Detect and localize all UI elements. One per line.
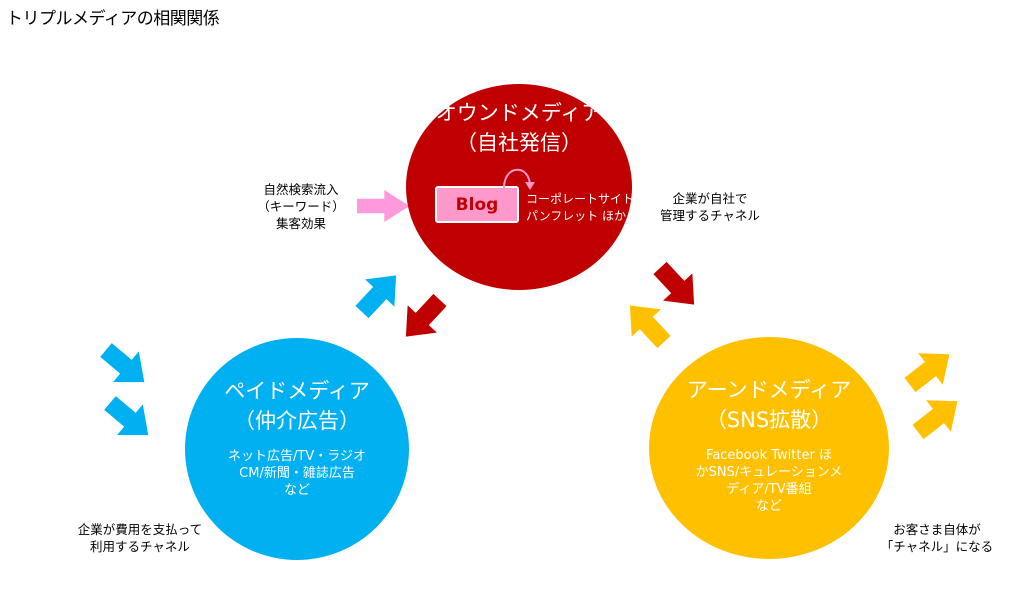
blog-box: Blog <box>435 186 519 223</box>
owned-note-line1: 企業が自社で <box>672 191 748 206</box>
earned-desc-line1: Facebook Twitter ほ <box>706 448 832 463</box>
earned-title-line2: （SNS拡散） <box>705 408 833 432</box>
earned-media-title: アーンドメディア （SNS拡散） <box>649 375 889 435</box>
owned-media-title: オウンドメディア （自社発信） <box>406 98 632 158</box>
paid-media-circle: ペイドメディア （仲介広告） ネット広告/TV・ラジオ CM/新聞・雑誌広告 な… <box>185 338 409 560</box>
owned-detail-line2: パンフレット ほか <box>526 209 627 223</box>
earned-media-desc: Facebook Twitter ほ かSNS/キュレーションメ ディア/TV番… <box>677 447 861 515</box>
paid-channel-note: 企業が費用を支払って 利用するチャネル <box>60 521 220 555</box>
owned-title-line2: （自社発信） <box>456 131 582 155</box>
earned-desc-line3: ディア/TV番組 <box>726 482 812 497</box>
paid-title-line2: （仲介広告） <box>234 409 360 433</box>
earned-media-circle: アーンドメディア （SNS拡散） Facebook Twitter ほ かSNS… <box>649 337 889 559</box>
paid-desc-line2: CM/新聞・雑誌広告 <box>239 466 355 481</box>
search-note-line1: 自然検索流入 <box>263 182 339 197</box>
owned-detail: コーポレートサイト パンフレット ほか <box>526 191 646 225</box>
owned-note-line2: 管理するチャネル <box>660 208 760 223</box>
owned-title-line1: オウンドメディア <box>435 101 603 125</box>
paid-note-line1: 企業が費用を支払って <box>77 522 203 537</box>
paid-desc-line1: ネット広告/TV・ラジオ <box>228 449 366 464</box>
paid-desc-line3: など <box>283 483 310 498</box>
blog-curl-arrow <box>503 168 531 189</box>
paid-note-line2: 利用するチャネル <box>90 539 190 554</box>
paid-media-title: ペイドメディア （仲介広告） <box>185 376 409 436</box>
paid-media-desc: ネット広告/TV・ラジオ CM/新聞・雑誌広告 など <box>185 448 409 499</box>
search-note-line3: 集客効果 <box>275 216 326 231</box>
earned-desc-line2: かSNS/キュレーションメ <box>695 465 843 480</box>
earned-note-line1: お客さま自体が <box>893 522 981 537</box>
earned-desc-line4: など <box>755 499 782 514</box>
blog-curl-arrowhead <box>525 182 535 190</box>
earned-note-line2: 「チャネル」になる <box>880 539 994 554</box>
earned-title-line1: アーンドメディア <box>686 378 852 402</box>
earned-channel-note: お客さま自体が 「チャネル」になる <box>872 521 1002 555</box>
search-inflow-note: 自然検索流入 （キーワード） 集客効果 <box>246 181 356 232</box>
search-note-line2: （キーワード） <box>257 199 345 214</box>
owned-detail-line1: コーポレートサイト <box>526 192 635 206</box>
page-title: トリプルメディアの相関関係 <box>6 9 220 29</box>
owned-channel-note: 企業が自社で 管理するチャネル <box>650 190 770 224</box>
paid-title-line1: ペイドメディア <box>224 379 370 403</box>
